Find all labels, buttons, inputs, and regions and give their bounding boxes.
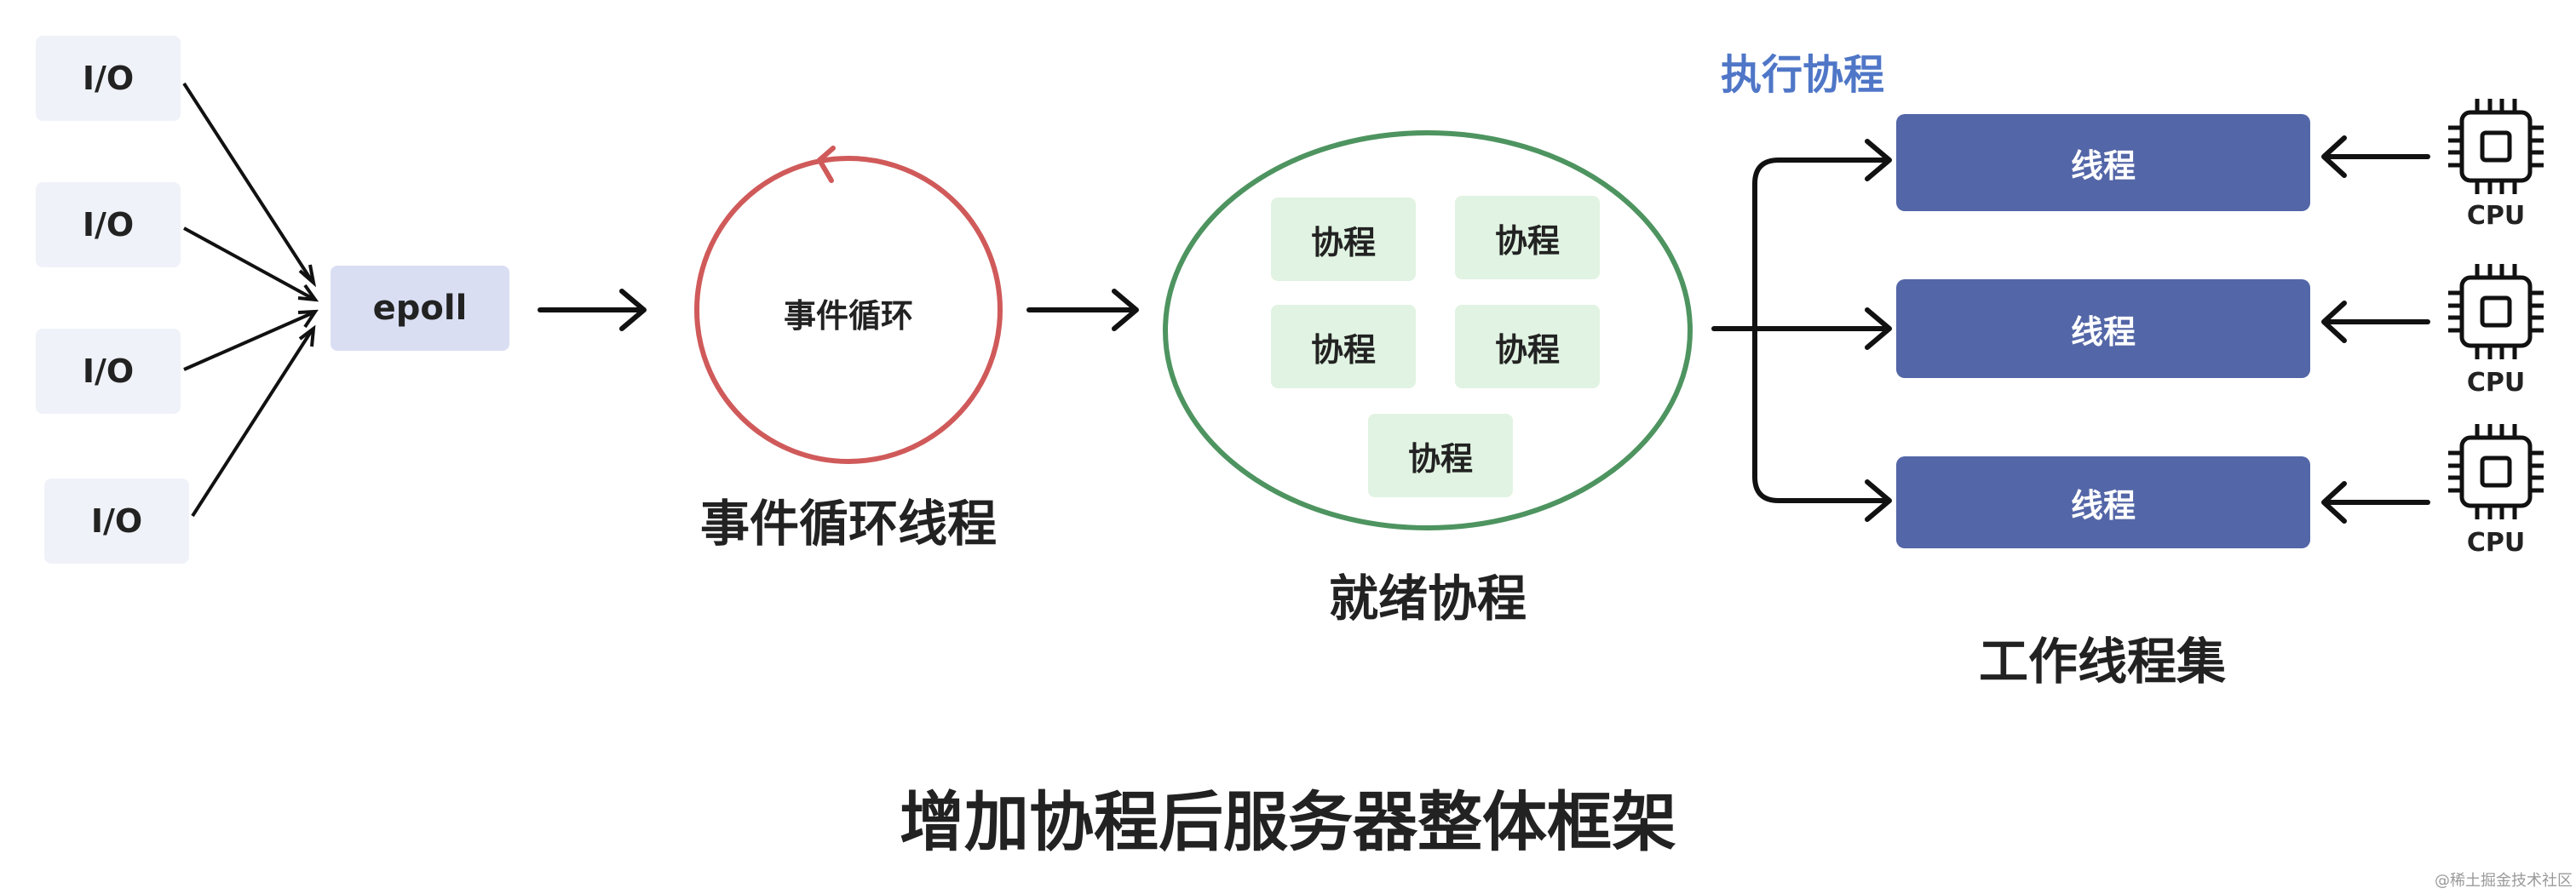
io-arrow-3-head: [297, 309, 319, 329]
epoll-to-loop-arrow: [538, 289, 647, 331]
coroutine-box-2: 协程: [1455, 196, 1600, 279]
io-source-1: I/O: [36, 36, 181, 121]
io-arrow-3: [183, 312, 313, 371]
coroutine-box-1: 协程: [1271, 198, 1416, 281]
io-source-2: I/O: [36, 182, 181, 267]
event-loop-caption: 事件循环线程: [699, 495, 997, 553]
cpu-label-3: CPU: [2466, 528, 2526, 558]
cpu-chip-icon-2: [2448, 264, 2544, 359]
diagram-title: 增加协程后服务器整体框架: [900, 784, 1676, 860]
cpu-chip-icon-1: [2448, 99, 2544, 194]
dispatch-arrows: [1711, 139, 1892, 522]
io-arrow-1-head: [298, 264, 317, 288]
coroutine-box-4: 协程: [1455, 305, 1600, 388]
event-loop-circle: [694, 146, 1003, 464]
io-arrow-1: [182, 82, 313, 283]
worker-threads-caption: 工作线程集: [1978, 633, 2226, 691]
ready-ellipse: [1163, 130, 1693, 530]
thread-box-3: 线程: [1896, 456, 2310, 548]
cpu-label-2: CPU: [2466, 368, 2526, 398]
watermark: @稀土掘金技术社区: [2435, 872, 2573, 890]
thread-box-2: 线程: [1896, 279, 2310, 378]
execute-coroutine-label: 执行协程: [1721, 51, 1885, 99]
cpu-label-1: CPU: [2466, 201, 2526, 231]
loop-to-ready-arrow: [1026, 289, 1139, 331]
coroutine-box-3: 协程: [1271, 305, 1416, 388]
coroutine-box-5: 协程: [1368, 414, 1513, 497]
ready-coroutines-caption: 就绪协程: [1328, 570, 1527, 628]
event-loop-label: 事件循环: [783, 297, 913, 335]
cpu-to-thread-arrows: [2321, 135, 2430, 524]
io-arrow-2: [183, 226, 313, 300]
io-arrow-4-head: [298, 324, 316, 347]
io-arrow-4: [191, 329, 313, 518]
epoll-box: epoll: [331, 266, 509, 351]
io-arrow-2-head: [297, 284, 319, 302]
thread-box-1: 线程: [1896, 114, 2310, 211]
io-source-3: I/O: [36, 329, 181, 414]
loop-arrow-head: [817, 146, 836, 183]
cpu-chip-icon-3: [2448, 424, 2544, 519]
io-to-epoll-arrows: [182, 82, 319, 518]
io-source-4: I/O: [44, 479, 189, 564]
